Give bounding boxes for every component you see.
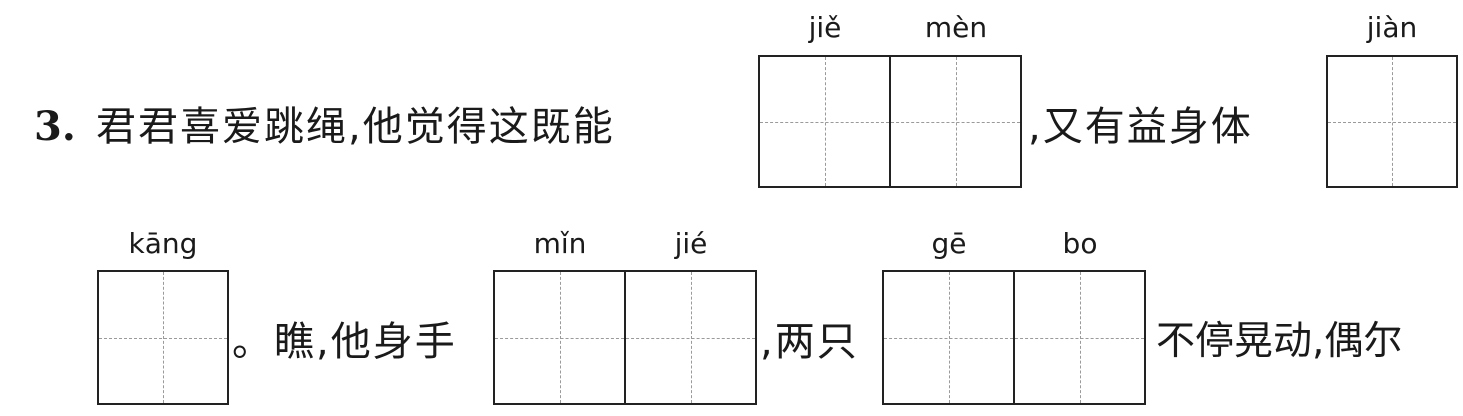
writing-grid-jian[interactable] xyxy=(1326,55,1458,188)
writing-cell[interactable] xyxy=(1328,57,1456,186)
pinyin-ge: gē xyxy=(931,227,967,260)
writing-cell[interactable] xyxy=(889,57,1020,186)
writing-grid-minjie[interactable] xyxy=(493,270,757,405)
writing-grid-gebo[interactable] xyxy=(882,270,1146,405)
sentence-part-2: ,又有益身体 xyxy=(1028,104,1253,150)
writing-cell[interactable] xyxy=(1013,272,1144,403)
pinyin-min: mǐn xyxy=(533,227,587,260)
pinyin-bo: bo xyxy=(1062,227,1098,260)
pinyin-jie: jiě xyxy=(808,11,842,44)
pinyin-jian: jiàn xyxy=(1366,11,1418,44)
writing-cell[interactable] xyxy=(99,272,227,403)
sentence-part-1: 君君喜爱跳绳,他觉得这既能 xyxy=(96,104,615,150)
sentence-part-3: 。瞧,他身手 xyxy=(232,319,457,365)
pinyin-kang: kāng xyxy=(128,227,198,260)
writing-cell[interactable] xyxy=(760,57,889,186)
writing-cell[interactable] xyxy=(884,272,1013,403)
sentence-part-4: ,两只 xyxy=(760,319,859,365)
question-number: 3. xyxy=(34,103,76,150)
writing-grid-jiemen[interactable] xyxy=(758,55,1022,188)
writing-grid-kang[interactable] xyxy=(97,270,229,405)
pinyin-men: mèn xyxy=(924,11,988,44)
sentence-part-5: 不停晃动,偶尔 xyxy=(1156,319,1403,364)
pinyin-jie2: jié xyxy=(674,227,708,260)
writing-cell[interactable] xyxy=(495,272,624,403)
writing-cell[interactable] xyxy=(624,272,755,403)
